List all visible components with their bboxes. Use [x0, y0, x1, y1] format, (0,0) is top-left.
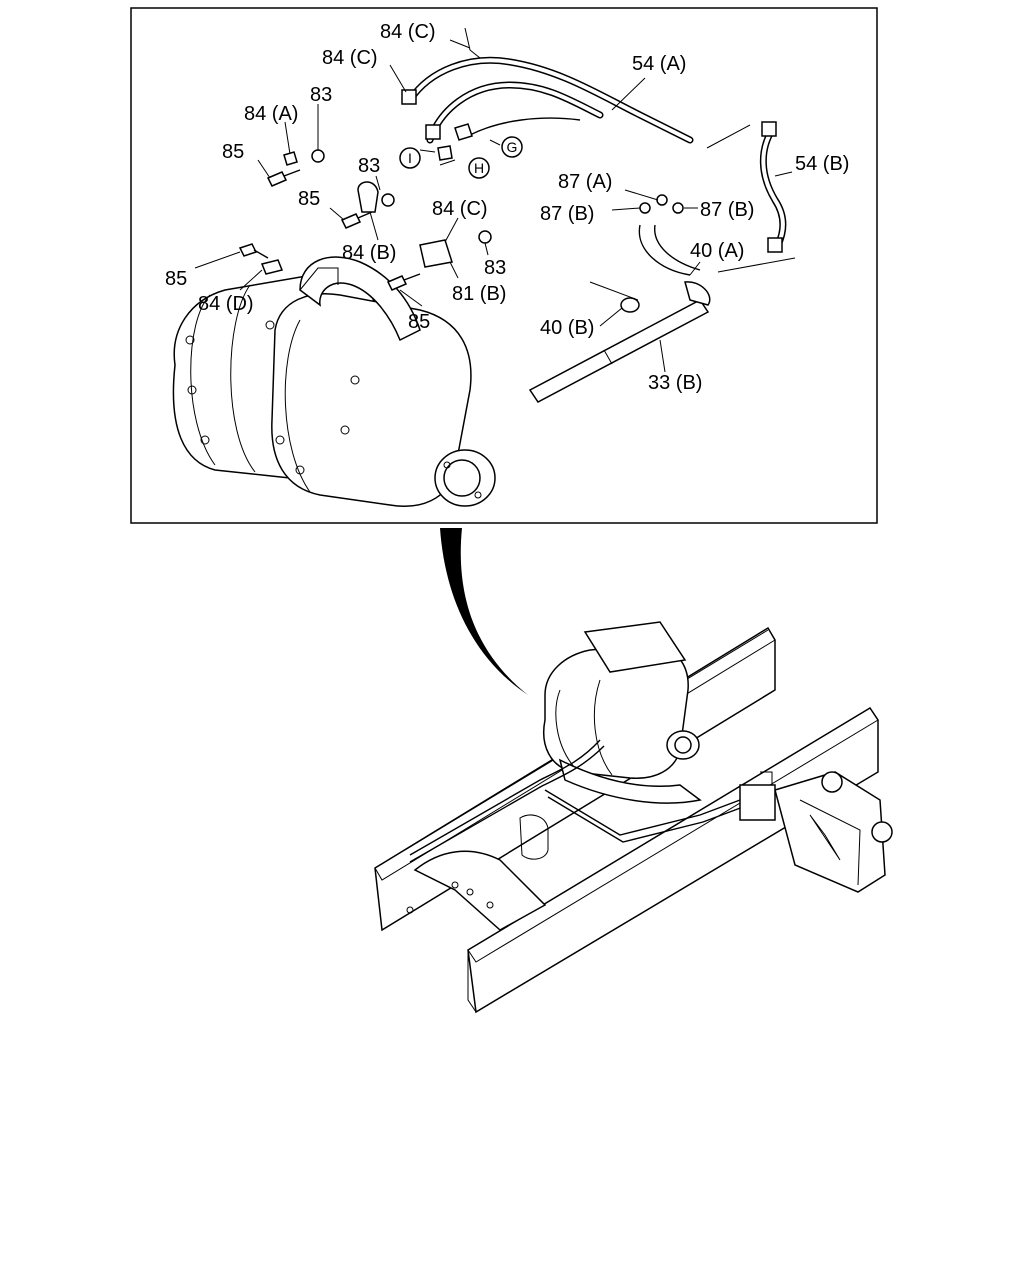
label-85-a: 85	[222, 141, 244, 163]
label-84b: 84 (B)	[342, 242, 396, 264]
label-85-c: 85	[408, 311, 430, 333]
label-84c-mid: 84 (C)	[432, 198, 488, 220]
chassis-exhaust-assembly	[543, 621, 702, 804]
label-85-d: 85	[165, 268, 187, 290]
label-40a: 40 (A)	[690, 240, 744, 262]
location-pointer	[440, 528, 528, 695]
exhaust-assembly-drawing	[172, 256, 496, 507]
label-84c-left: 84 (C)	[322, 47, 378, 69]
label-84a: 84 (A)	[244, 103, 298, 125]
label-85-b: 85	[298, 188, 320, 210]
label-83-mid: 83	[358, 155, 380, 177]
band-bolts	[185, 320, 360, 475]
label-83-top: 83	[310, 84, 332, 106]
callout-i-text: I	[408, 150, 412, 166]
def-tank-drawing	[739, 771, 893, 893]
callout-h: H	[468, 157, 490, 179]
label-81b: 81 (B)	[452, 283, 506, 305]
label-87a: 87 (A)	[558, 171, 612, 193]
hose-routing	[401, 27, 787, 403]
label-84d: 84 (D)	[198, 293, 254, 315]
label-83-low: 83	[484, 257, 506, 279]
label-40b: 40 (B)	[540, 317, 594, 339]
label-87b-left: 87 (B)	[540, 203, 594, 225]
callout-g-text: G	[507, 139, 518, 155]
label-87b-right: 87 (B)	[700, 199, 754, 221]
hardware-drawing	[238, 123, 492, 291]
label-84c-top: 84 (C)	[380, 21, 436, 43]
label-54a: 54 (A)	[632, 53, 686, 75]
label-54b: 54 (B)	[795, 153, 849, 175]
leader-lines	[194, 39, 796, 373]
callout-g: G	[501, 136, 523, 158]
part-labels: 84 (C) 84 (C) 54 (A) 84 (A) 83 85 83 85 …	[165, 21, 849, 394]
label-33b: 33 (B)	[648, 372, 702, 394]
callout-i: I	[399, 147, 421, 169]
callout-h-text: H	[474, 160, 484, 176]
chassis-lines	[409, 739, 779, 863]
